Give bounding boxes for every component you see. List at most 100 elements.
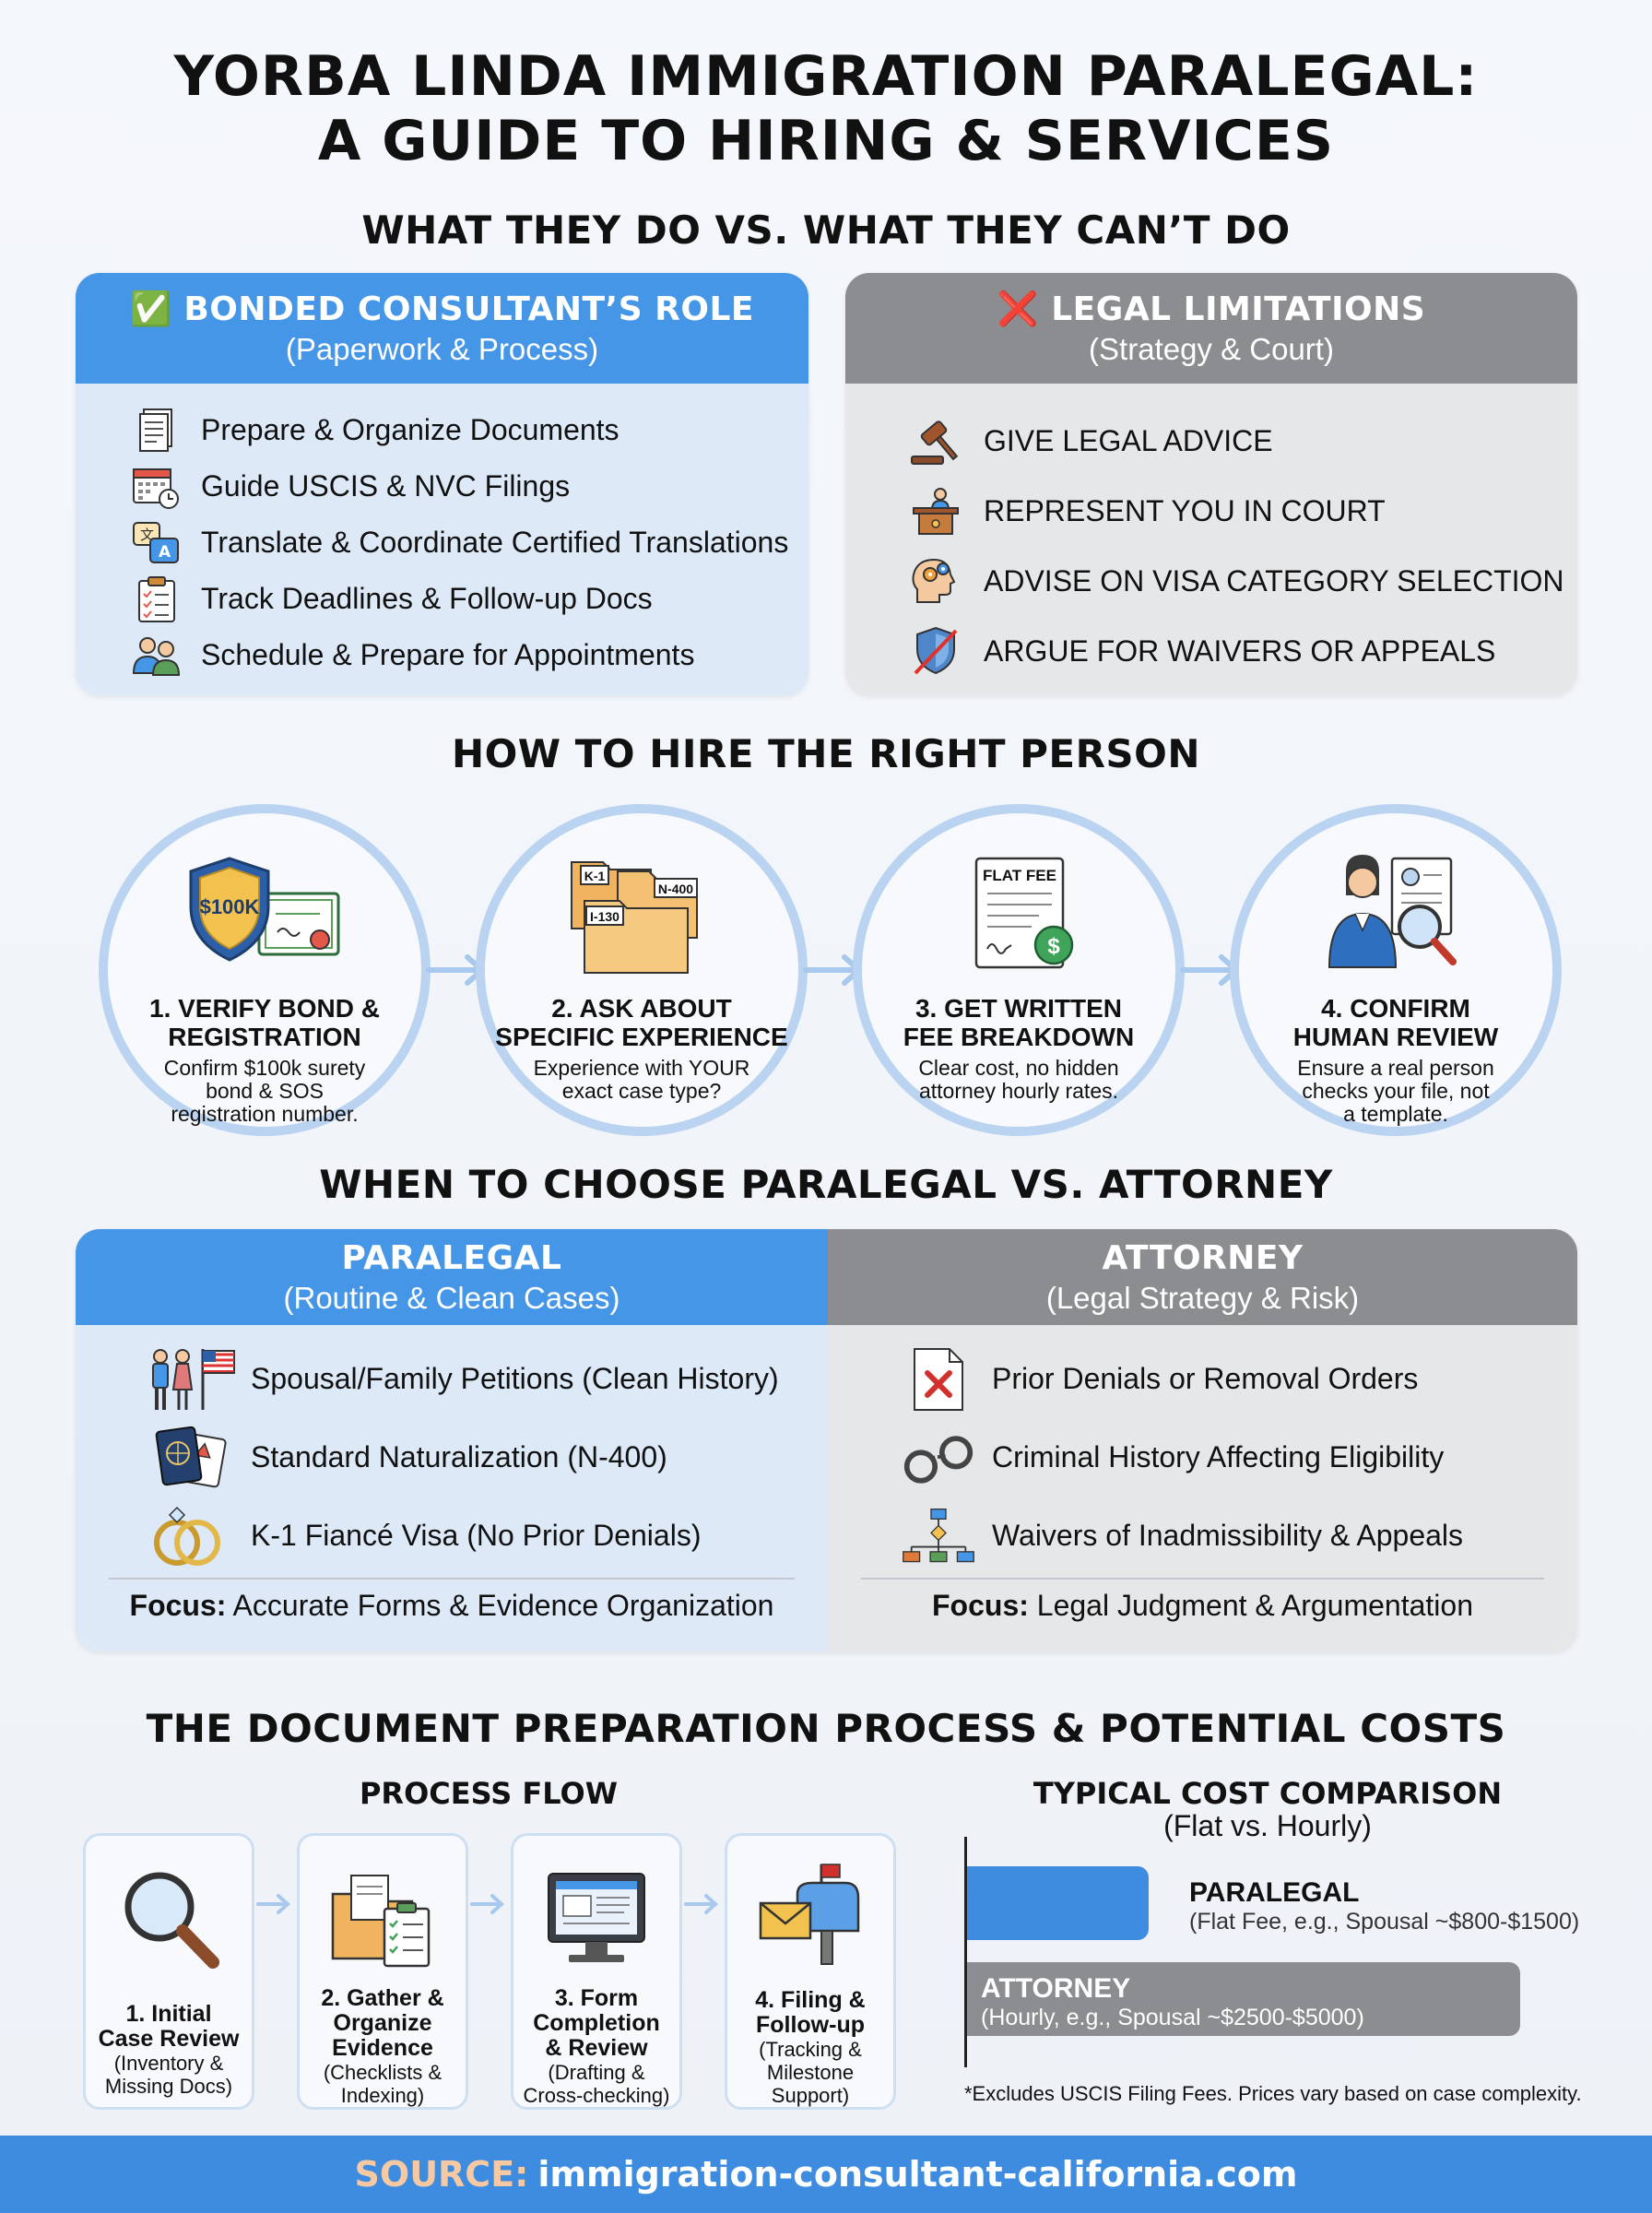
section-heading-do-vs-cant: WHAT THEY DO VS. WHAT THEY CAN’T DO bbox=[361, 207, 1291, 253]
legal-limitations-title: LEGAL LIMITATIONS bbox=[1051, 290, 1426, 328]
section-heading-process-costs: THE DOCUMENT PREPARATION PROCESS & POTEN… bbox=[146, 1706, 1506, 1751]
list-item: Spousal/Family Petitions (Clean History) bbox=[142, 1340, 828, 1418]
source-label: SOURCE: bbox=[354, 2154, 529, 2195]
step-desc: a template. bbox=[1343, 1102, 1448, 1126]
paralegal-focus: Focus: Accurate Forms & Evidence Organiz… bbox=[129, 1589, 774, 1622]
title-line-1: YORBA LINDA IMMIGRATION PARALEGAL: bbox=[173, 44, 1479, 109]
paralegal-header: PARALEGAL (Routine & Clean Cases) bbox=[76, 1229, 828, 1325]
list-item: Standard Naturalization (N-400) bbox=[142, 1418, 828, 1497]
step-desc: Experience with YOUR bbox=[533, 1056, 750, 1080]
bar-attorney bbox=[967, 1962, 1520, 2036]
consultant-role-card: ✅ BONDED CONSULTANT’S ROLE (Paperwork & … bbox=[76, 273, 808, 695]
step-fee-breakdown: FLAT FEE $ 3. GET WRITTEN FEE BREAKDOWN … bbox=[853, 804, 1185, 1136]
legal-limitations-card: ❌ LEGAL LIMITATIONS (Strategy & Court) G… bbox=[845, 273, 1577, 695]
arrow-right-icon bbox=[256, 1890, 293, 1923]
legal-limitations-subtitle: (Strategy & Court) bbox=[1089, 332, 1334, 366]
list-item: Schedule & Prepare for Appointments bbox=[129, 627, 808, 683]
step-desc: Confirm $100k surety bbox=[163, 1056, 366, 1080]
bar-paralegal bbox=[967, 1866, 1149, 1940]
legal-limitations-header: ❌ LEGAL LIMITATIONS (Strategy & Court) bbox=[845, 273, 1577, 384]
cost-note: *Excludes USCIS Filing Fees. Prices vary… bbox=[964, 2082, 1582, 2105]
process-flow-heading: PROCESS FLOW bbox=[359, 1776, 619, 1811]
source-url[interactable]: immigration-consultant-california.com bbox=[537, 2154, 1298, 2195]
rings-icon bbox=[142, 1502, 238, 1570]
bond-badge: $100K bbox=[200, 895, 260, 918]
mailbox-icon bbox=[746, 1858, 875, 1970]
step-title: SPECIFIC EXPERIENCE bbox=[495, 1023, 788, 1051]
step-title: REGISTRATION bbox=[168, 1023, 361, 1051]
section-heading-paralegal-vs-attorney: WHEN TO CHOOSE PARALEGAL VS. ATTORNEY bbox=[319, 1162, 1333, 1207]
step-human-review: 4. CONFIRM HUMAN REVIEW Ensure a real pe… bbox=[1230, 804, 1562, 1136]
step-desc: bond & SOS bbox=[206, 1079, 324, 1103]
attorney-subtitle: (Legal Strategy & Risk) bbox=[1045, 1280, 1360, 1315]
step-title: 1. VERIFY BOND & bbox=[149, 994, 380, 1023]
shield-certificate-icon: $100K bbox=[172, 848, 357, 987]
passport-icon bbox=[142, 1424, 238, 1492]
reviewer-magnifier-icon bbox=[1304, 848, 1488, 987]
svg-text:FLAT FEE: FLAT FEE bbox=[983, 867, 1056, 884]
divider bbox=[861, 1578, 1544, 1580]
step-ask-experience: K-1 N-400 I-130 2. ASK ABOUT SPECIFIC EX… bbox=[476, 804, 808, 1136]
step-title: 4. CONFIRM bbox=[1321, 994, 1470, 1023]
calendar-clock-icon bbox=[129, 462, 184, 512]
list-item: K-1 Fiancé Visa (No Prior Denials) bbox=[142, 1497, 828, 1575]
list-item: Criminal History Affecting Eligibility bbox=[902, 1418, 1577, 1497]
cost-chart: PARALEGAL (Flat Fee, e.g., Spousal ~$800… bbox=[964, 1837, 1582, 2095]
people-meeting-icon bbox=[129, 631, 184, 680]
list-item: ADVISE ON VISA CATEGORY SELECTION bbox=[908, 546, 1577, 616]
consultant-role-subtitle: (Paperwork & Process) bbox=[285, 332, 599, 366]
cost-comparison-heading: TYPICAL COST COMPARISON bbox=[1032, 1776, 1503, 1811]
comparison-card: PARALEGAL (Routine & Clean Cases) Spousa… bbox=[76, 1229, 1577, 1651]
denied-document-icon bbox=[902, 1345, 975, 1414]
source-footer: SOURCE: immigration-consultant-californi… bbox=[0, 2136, 1652, 2213]
computer-form-icon bbox=[532, 1858, 661, 1977]
step-verify-bond: $100K 1. VERIFY BOND & REGISTRATION Conf… bbox=[99, 804, 431, 1136]
check-icon: ✅ bbox=[129, 290, 172, 328]
step-title: HUMAN REVIEW bbox=[1292, 1023, 1499, 1051]
paralegal-title: PARALEGAL bbox=[341, 1238, 562, 1277]
bar-desc-paralegal: (Flat Fee, e.g., Spousal ~$800-$1500) bbox=[1189, 1909, 1580, 1935]
process-step-4: 4. Filing & Follow-up (Tracking & Milest… bbox=[725, 1833, 896, 2110]
step-desc: registration number. bbox=[171, 1102, 359, 1126]
step-desc: attorney hourly rates. bbox=[918, 1079, 1119, 1103]
list-item: REPRESENT YOU IN COURT bbox=[908, 476, 1577, 546]
consultant-role-title: BONDED CONSULTANT’S ROLE bbox=[183, 290, 755, 328]
list-item: Track Deadlines & Follow-up Docs bbox=[129, 571, 808, 627]
step-desc: checks your file, not bbox=[1302, 1079, 1490, 1103]
step-desc: Clear cost, no hidden bbox=[918, 1056, 1119, 1080]
list-item: Prior Denials or Removal Orders bbox=[902, 1340, 1577, 1418]
couple-flag-icon bbox=[142, 1345, 238, 1414]
attorney-focus: Focus: Legal Judgment & Argumentation bbox=[932, 1589, 1473, 1622]
step-desc: Ensure a real person bbox=[1297, 1056, 1494, 1080]
attorney-column: ATTORNEY (Legal Strategy & Risk) Prior D… bbox=[828, 1229, 1577, 1651]
svg-text:$: $ bbox=[1047, 934, 1060, 959]
handcuffs-icon bbox=[902, 1424, 975, 1492]
list-item: Waivers of Inadmissibility & Appeals bbox=[902, 1497, 1577, 1575]
bar-label-attorney: ATTORNEY bbox=[981, 1973, 1131, 2004]
paralegal-column: PARALEGAL (Routine & Clean Cases) Spousa… bbox=[76, 1229, 828, 1651]
section-heading-hire: HOW TO HIRE THE RIGHT PERSON bbox=[451, 731, 1201, 776]
bar-desc-attorney: (Hourly, e.g., Spousal ~$2500-$5000) bbox=[981, 2005, 1364, 2030]
consultant-role-list: Prepare & Organize Documents Guide USCIS… bbox=[76, 384, 808, 695]
process-step-1: 1. Initial Case Review (Inventory & Miss… bbox=[83, 1833, 254, 2110]
attorney-header: ATTORNEY (Legal Strategy & Risk) bbox=[828, 1229, 1577, 1325]
legal-limitations-list: GIVE LEGAL ADVICE REPRESENT YOU IN COURT… bbox=[845, 384, 1577, 695]
svg-text:A: A bbox=[159, 543, 171, 562]
cost-comparison-subheading: (Flat vs. Hourly) bbox=[1163, 1809, 1372, 1842]
step-title: 2. ASK ABOUT bbox=[551, 994, 732, 1023]
svg-text:I-130: I-130 bbox=[590, 909, 620, 924]
bar-label-paralegal: PARALEGAL bbox=[1189, 1877, 1360, 1908]
process-step-2: 2. Gather & Organize Evidence (Checklist… bbox=[297, 1833, 468, 2110]
list-item: Guide USCIS & NVC Filings bbox=[129, 458, 808, 515]
chart-axis bbox=[964, 1837, 967, 2067]
consultant-role-header: ✅ BONDED CONSULTANT’S ROLE (Paperwork & … bbox=[76, 273, 808, 384]
fee-document-icon: FLAT FEE $ bbox=[926, 848, 1111, 987]
divider bbox=[109, 1578, 795, 1580]
attorney-title: ATTORNEY bbox=[1102, 1238, 1304, 1277]
paralegal-subtitle: (Routine & Clean Cases) bbox=[283, 1280, 620, 1315]
list-item: GIVE LEGAL ADVICE bbox=[908, 406, 1577, 476]
shield-crossed-icon bbox=[908, 626, 963, 676]
step-title: FEE BREAKDOWN bbox=[903, 1023, 1135, 1051]
